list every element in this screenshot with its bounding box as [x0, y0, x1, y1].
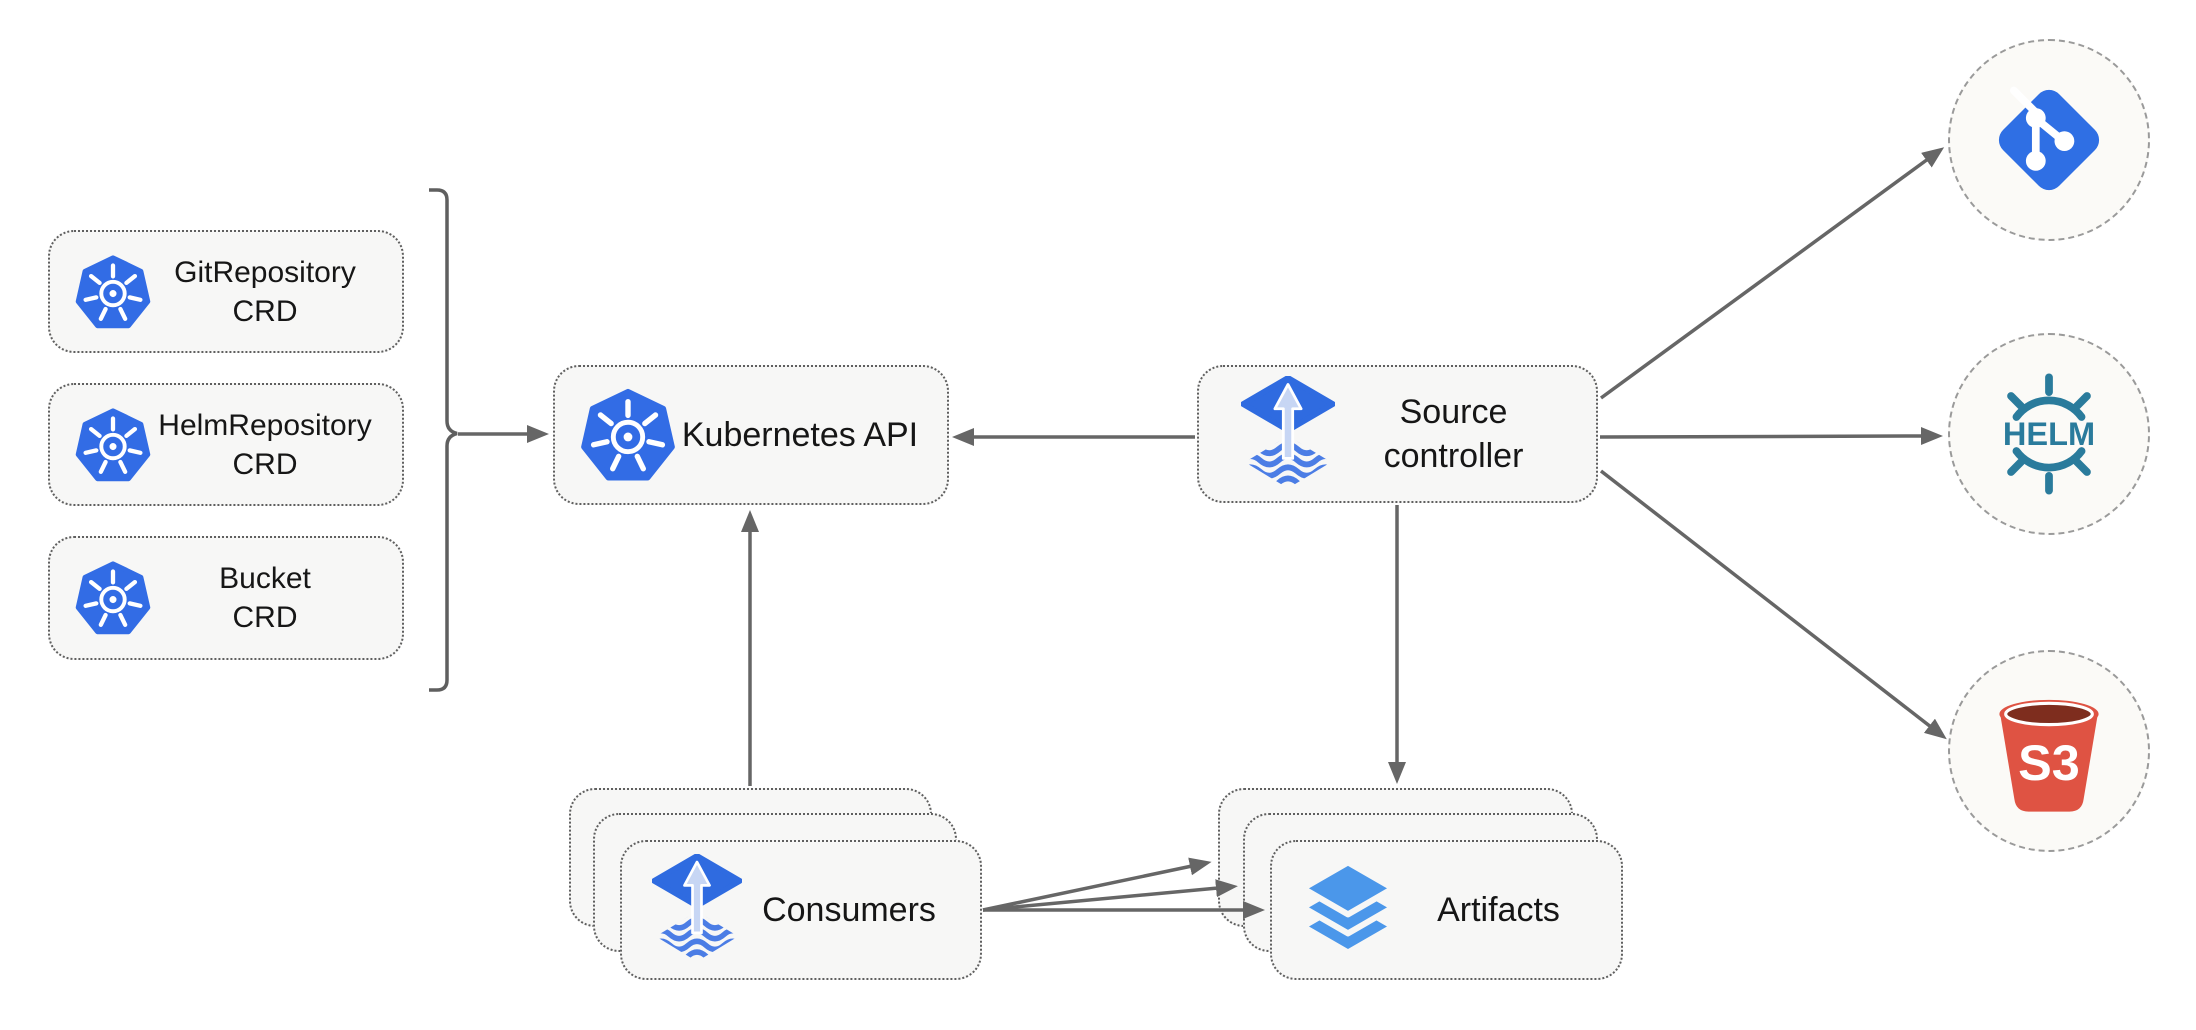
- edge-consumers-to-artifacts-1: [982, 857, 1212, 912]
- node-label: Artifacts: [1437, 890, 1560, 929]
- node-s3-source: S3: [1948, 650, 2150, 852]
- helm-icon: HELM: [1987, 372, 2111, 496]
- edge-source-controller-to-s3: [1599, 469, 1947, 740]
- flux-source-icon: [1241, 376, 1335, 493]
- node-consumers: Consumers: [620, 840, 982, 980]
- crd-group-bracket: [429, 188, 458, 692]
- kubernetes-icon: [74, 559, 152, 637]
- kubernetes-icon: [74, 253, 152, 331]
- node-gitrepository-crd: GitRepository CRD: [48, 230, 404, 353]
- s3-bucket-icon: S3: [1986, 684, 2112, 818]
- kubernetes-icon: [74, 406, 152, 484]
- s3-logo-text: S3: [2018, 734, 2080, 791]
- kubernetes-icon: [579, 386, 677, 484]
- node-bucket-crd: Bucket CRD: [48, 536, 404, 660]
- edge-consumers-to-artifacts-2: [982, 879, 1238, 912]
- node-label: Bucket CRD: [219, 562, 311, 634]
- node-git-source: [1948, 39, 2150, 241]
- node-helm-source: HELM: [1948, 333, 2150, 535]
- edge-source-controller-to-git: [1599, 147, 1945, 400]
- node-label: Kubernetes API: [681, 415, 919, 454]
- node-label: GitRepository CRD: [174, 255, 356, 328]
- layers-icon: [1296, 862, 1400, 958]
- flux-source-icon: [652, 854, 742, 966]
- node-artifacts: Artifacts: [1270, 840, 1623, 980]
- node-source-controller: Source controller: [1197, 365, 1598, 503]
- edge-source-controller-to-helm: [1599, 427, 1943, 446]
- helm-logo-text: HELM: [2003, 416, 2095, 452]
- node-label: Consumers: [762, 890, 936, 929]
- node-label: Source controller: [1383, 392, 1524, 475]
- node-helmrepository-crd: HelmRepository CRD: [48, 383, 404, 506]
- node-kubernetes-api: Kubernetes API: [553, 365, 949, 505]
- git-icon: [1983, 74, 2115, 206]
- node-label: HelmRepository CRD: [158, 408, 372, 481]
